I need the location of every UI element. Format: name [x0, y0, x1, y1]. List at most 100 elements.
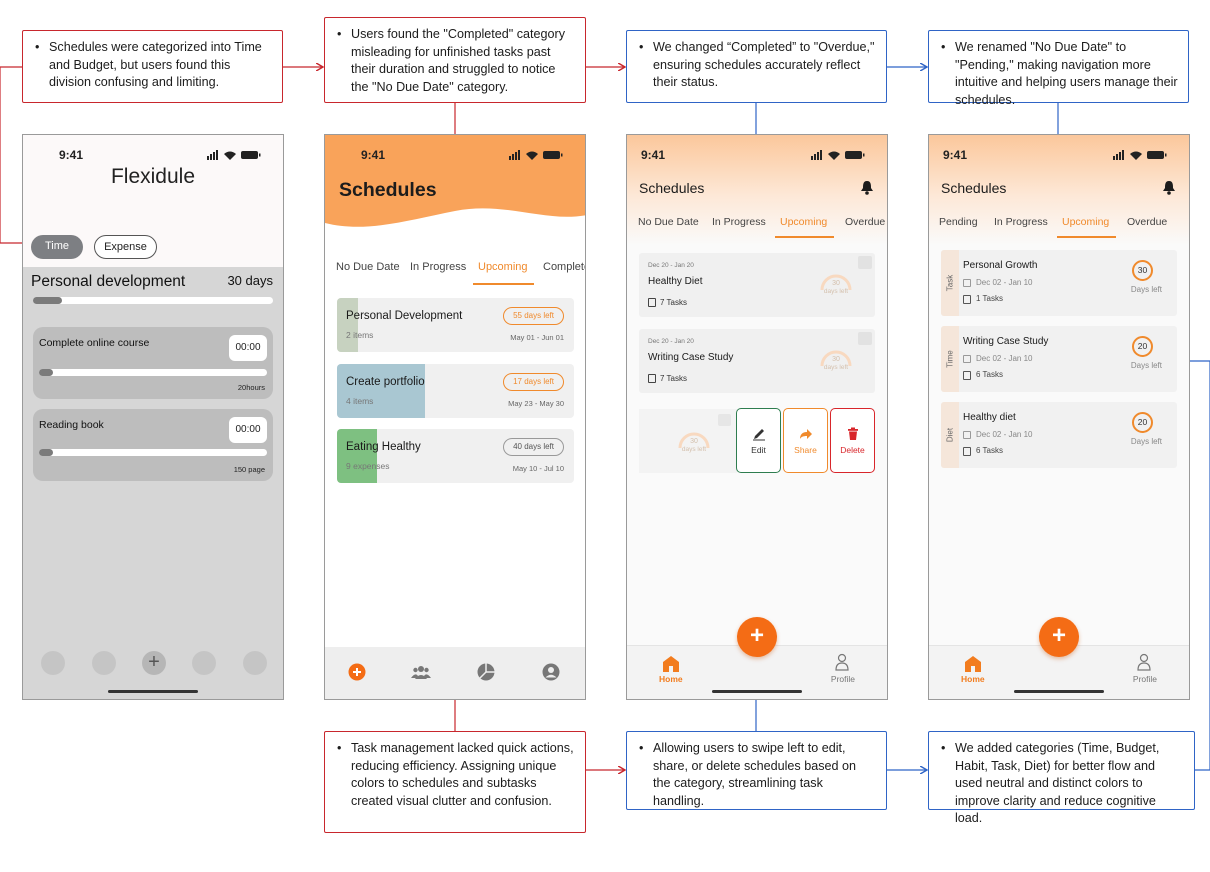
color-bar — [337, 364, 425, 418]
days-left-pill: 17 days left — [503, 373, 564, 391]
task-icon — [648, 374, 656, 383]
tab-upcoming[interactable]: Upcoming — [1062, 216, 1110, 228]
annotation-task-management: •Task management lacked quick actions, r… — [324, 731, 586, 833]
status-icons — [509, 150, 563, 160]
schedule-name: Writing Case Study — [963, 336, 1049, 347]
schedule-card[interactable]: Eating Healthy 9 expenses 40 days left M… — [337, 429, 574, 483]
subtask-meta: 150 page — [233, 465, 265, 474]
nav-placeholder[interactable] — [192, 651, 216, 675]
delete-button[interactable]: Delete — [830, 408, 875, 473]
tab-in-progress[interactable]: In Progress — [712, 216, 766, 228]
calendar-icon[interactable] — [858, 332, 872, 345]
tab-upcoming[interactable]: Upcoming — [780, 216, 828, 228]
gauge-number: 30 — [690, 438, 698, 445]
subtask-card[interactable]: Reading book 00:00 150 page — [33, 409, 273, 481]
header-gradient — [929, 135, 1189, 245]
pie-chart-icon[interactable] — [476, 662, 496, 682]
home-indicator — [712, 690, 802, 693]
phone-categories: 9:41 Schedules Pending In Progress Upcom… — [928, 134, 1190, 700]
date-range: Dec 02 - Jan 10 — [976, 354, 1033, 363]
section-title: Personal development — [31, 273, 186, 290]
add-icon[interactable] — [347, 662, 367, 682]
task-count: 7 Tasks — [660, 374, 687, 383]
subtask-meta: 20hours — [237, 383, 265, 392]
days-left-pill: 55 days left — [503, 307, 564, 325]
date-range: Dec 20 - Jan 20 — [648, 338, 694, 345]
nav-placeholder[interactable] — [243, 651, 267, 675]
tab-no-due-date[interactable]: No Due Date — [336, 261, 400, 273]
share-button[interactable]: Share — [783, 408, 828, 473]
users-icon[interactable] — [411, 662, 431, 682]
category-strip: Diet — [941, 402, 959, 468]
chip-expense[interactable]: Expense — [94, 235, 157, 259]
tab-overdue[interactable]: Overdue — [845, 216, 886, 228]
status-icons — [207, 150, 261, 160]
category-strip: Task — [941, 250, 959, 316]
gauge-number: 30 — [832, 356, 840, 363]
task-icon — [963, 295, 971, 304]
nav-profile-label[interactable]: Profile — [1132, 674, 1157, 684]
date-range: Dec 02 - Jan 10 — [976, 278, 1033, 287]
days-left-pill: 40 days left — [503, 438, 564, 456]
share-icon — [800, 429, 812, 439]
schedule-card[interactable]: Time Writing Case Study Dec 02 - Jan 10 … — [941, 326, 1177, 392]
profile-icon[interactable] — [541, 662, 561, 682]
add-button[interactable]: + — [1039, 617, 1079, 657]
home-icon[interactable] — [661, 654, 681, 674]
schedule-card[interactable]: Dec 20 - Jan 20 Writing Case Study 7 Tas… — [639, 329, 875, 393]
timer-value[interactable]: 00:00 — [229, 335, 267, 361]
schedule-name: Healthy Diet — [648, 276, 703, 287]
bell-icon[interactable] — [1162, 180, 1176, 195]
schedule-card[interactable]: Diet Healthy diet Dec 02 - Jan 10 6 Task… — [941, 402, 1177, 468]
nav-home-label[interactable]: Home — [659, 674, 683, 684]
annotation-categories: •We added categories (Time, Budget, Habi… — [928, 731, 1195, 825]
page-title: Schedules — [339, 179, 437, 201]
date-range: Dec 20 - Jan 20 — [648, 262, 694, 269]
nav-placeholder[interactable] — [41, 651, 65, 675]
subtask-label: Reading book — [39, 419, 104, 431]
task-icon — [963, 447, 971, 456]
date-range: May 23 - May 30 — [508, 399, 564, 408]
status-icons — [1113, 150, 1167, 160]
edit-button[interactable]: Edit — [736, 408, 781, 473]
profile-icon[interactable] — [1137, 653, 1151, 671]
timer-value[interactable]: 00:00 — [229, 417, 267, 443]
add-button[interactable]: + — [737, 617, 777, 657]
tab-pending[interactable]: Pending — [939, 216, 978, 228]
schedule-card[interactable]: Personal Development 2 items 55 days lef… — [337, 298, 574, 352]
schedule-card[interactable]: Task Personal Growth Dec 02 - Jan 10 1 T… — [941, 250, 1177, 316]
schedule-count: 4 items — [346, 396, 374, 406]
bell-icon[interactable] — [860, 180, 874, 195]
add-icon[interactable]: + — [142, 651, 166, 675]
gauge-arc — [678, 432, 710, 449]
days-left-ring: 20 — [1132, 336, 1153, 357]
gauge-label: days left — [681, 446, 707, 453]
calendar-icon[interactable] — [858, 256, 872, 269]
schedule-card[interactable]: Create portfolio 4 items 17 days left Ma… — [337, 364, 574, 418]
schedule-card[interactable]: Dec 20 - Jan 20 Healthy Diet 7 Tasks 30 … — [639, 253, 875, 317]
calendar-icon — [963, 279, 971, 287]
profile-icon[interactable] — [835, 653, 849, 671]
swiped-card[interactable]: 30 days left — [639, 409, 737, 473]
phone-swipe-actions: 9:41 Schedules No Due Date In Progress U… — [626, 134, 888, 700]
days-left-gauge: 30 days left — [819, 349, 853, 379]
home-icon[interactable] — [963, 654, 983, 674]
color-bar — [337, 298, 359, 352]
section-progress — [33, 297, 273, 304]
schedule-name: Writing Case Study — [648, 352, 734, 363]
tab-no-due-date[interactable]: No Due Date — [638, 216, 699, 228]
tab-in-progress[interactable]: In Progress — [410, 261, 467, 273]
wireframe-body: Personal development 30 days Complete on… — [23, 267, 283, 699]
nav-placeholder[interactable] — [92, 651, 116, 675]
subtask-label: Complete online course — [39, 337, 150, 349]
task-count: 6 Tasks — [976, 370, 1003, 379]
tab-complete[interactable]: Complete — [543, 261, 585, 273]
chip-time[interactable]: Time — [31, 235, 83, 259]
nav-profile-label[interactable]: Profile — [830, 674, 855, 684]
subtask-card[interactable]: Complete online course 00:00 20hours — [33, 327, 273, 399]
tab-in-progress[interactable]: In Progress — [994, 216, 1048, 228]
nav-home-label[interactable]: Home — [961, 674, 985, 684]
tab-underline — [473, 283, 534, 285]
tab-upcoming[interactable]: Upcoming — [478, 261, 528, 273]
tab-overdue[interactable]: Overdue — [1127, 216, 1168, 228]
